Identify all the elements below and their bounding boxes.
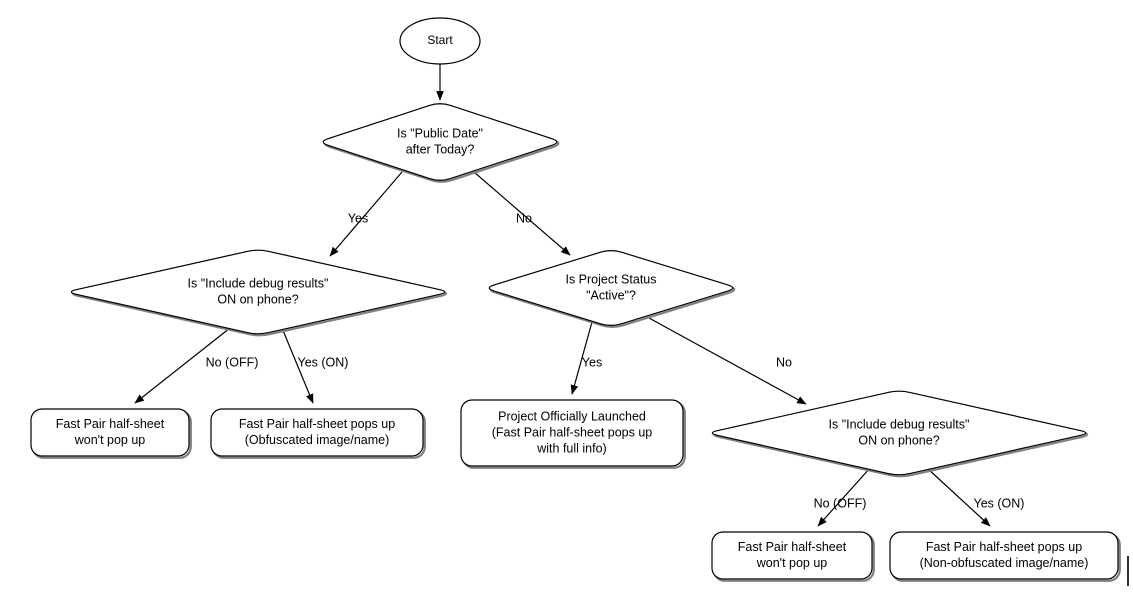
node-shape-start [399, 17, 481, 65]
edge-project-status-yes [570, 321, 593, 395]
node-shape-public-date [322, 103, 558, 181]
edge-debug-right-on [926, 467, 991, 527]
node-label-result-no-popup-left-line-0: Fast Pair half-sheet [56, 417, 165, 431]
node-project-status: Is Project Status "Active"? [488, 250, 736, 328]
edge-debug-right-off [817, 467, 871, 527]
node-shape-result-launched [460, 399, 684, 467]
node-result-launched: Project Officially Launched (Fast Pair ha… [460, 399, 686, 469]
node-result-no-popup-right: Fast Pair half-sheet won't pop up [711, 531, 875, 582]
edge-public-date-yes [329, 171, 403, 257]
node-label-debug-right-line-1: ON on phone? [858, 433, 939, 447]
node-label-start-line-0: Start [427, 33, 453, 47]
edge-debug-left-on [281, 327, 314, 404]
edge-label-debug-left-on: Yes (ON) [298, 355, 349, 369]
nodes-layer: Start Is "Public Date" after Today? Is "Inc… [30, 17, 1121, 582]
edges-layer [134, 64, 991, 527]
edge-debug-left-off [134, 327, 231, 404]
edge-label-debug-left-off: No (OFF) [206, 355, 259, 369]
node-shape-result-non-obfuscated [889, 531, 1119, 580]
edge-label-project-status-yes: Yes [582, 355, 602, 369]
edge-label-project-status-no: No [776, 355, 792, 369]
node-label-result-non-obfuscated-line-0: Fast Pair half-sheet pops up [926, 540, 1082, 554]
node-result-obfuscated: Fast Pair half-sheet pops up (Obfuscated … [210, 408, 426, 459]
node-label-debug-right-line-0: Is "Include debug results" [829, 417, 970, 431]
edge-label-debug-right-off: No (OFF) [814, 496, 867, 510]
node-label-project-status-line-1: "Active"? [586, 288, 636, 302]
node-label-result-obfuscated-line-1: (Obfuscated image/name) [245, 433, 390, 447]
node-public-date: Is "Public Date" after Today? [322, 103, 560, 183]
node-label-result-launched-line-0: Project Officially Launched [498, 409, 646, 423]
node-label-public-date-line-0: Is "Public Date" [397, 126, 483, 140]
node-debug-right: Is "Include debug results" ON on phone? [711, 390, 1089, 478]
node-result-no-popup-left: Fast Pair half-sheet won't pop up [30, 408, 192, 459]
node-shape-result-no-popup-left [30, 408, 190, 457]
edge-public-date-no [473, 171, 571, 256]
node-shape-result-no-popup-right [711, 531, 873, 580]
node-label-result-non-obfuscated-line-1: (Non-obfuscated image/name) [920, 556, 1089, 570]
node-shape-project-status [488, 250, 734, 326]
edge-label-debug-right-on: Yes (ON) [974, 496, 1025, 510]
node-label-debug-left-line-1: ON on phone? [217, 292, 298, 306]
node-label-project-status-line-0: Is Project Status [565, 272, 656, 286]
node-start: Start [399, 17, 481, 65]
node-debug-left: Is "Include debug results" ON on phone? [70, 249, 448, 337]
node-label-public-date-line-1: after Today? [406, 142, 475, 156]
node-shape-result-obfuscated [210, 408, 424, 457]
node-label-result-launched-line-2: with full info) [536, 441, 606, 455]
node-shape-debug-left [70, 249, 446, 335]
node-shape-debug-right [711, 390, 1087, 476]
node-label-result-no-popup-right-line-0: Fast Pair half-sheet [738, 540, 847, 554]
node-label-debug-left-line-0: Is "Include debug results" [188, 276, 329, 290]
node-label-result-obfuscated-line-0: Fast Pair half-sheet pops up [239, 417, 395, 431]
node-label-result-no-popup-right-line-1: won't pop up [756, 556, 828, 570]
node-result-non-obfuscated: Fast Pair half-sheet pops up (Non-obfusca… [889, 531, 1121, 582]
node-label-result-launched-line-1: (Fast Pair half-sheet pops up [492, 425, 653, 439]
node-label-result-no-popup-left-line-1: won't pop up [74, 433, 146, 447]
edge-label-public-date-yes: Yes [348, 211, 368, 225]
edge-label-public-date-no: No [516, 211, 532, 225]
edge-project-status-no [648, 317, 807, 405]
